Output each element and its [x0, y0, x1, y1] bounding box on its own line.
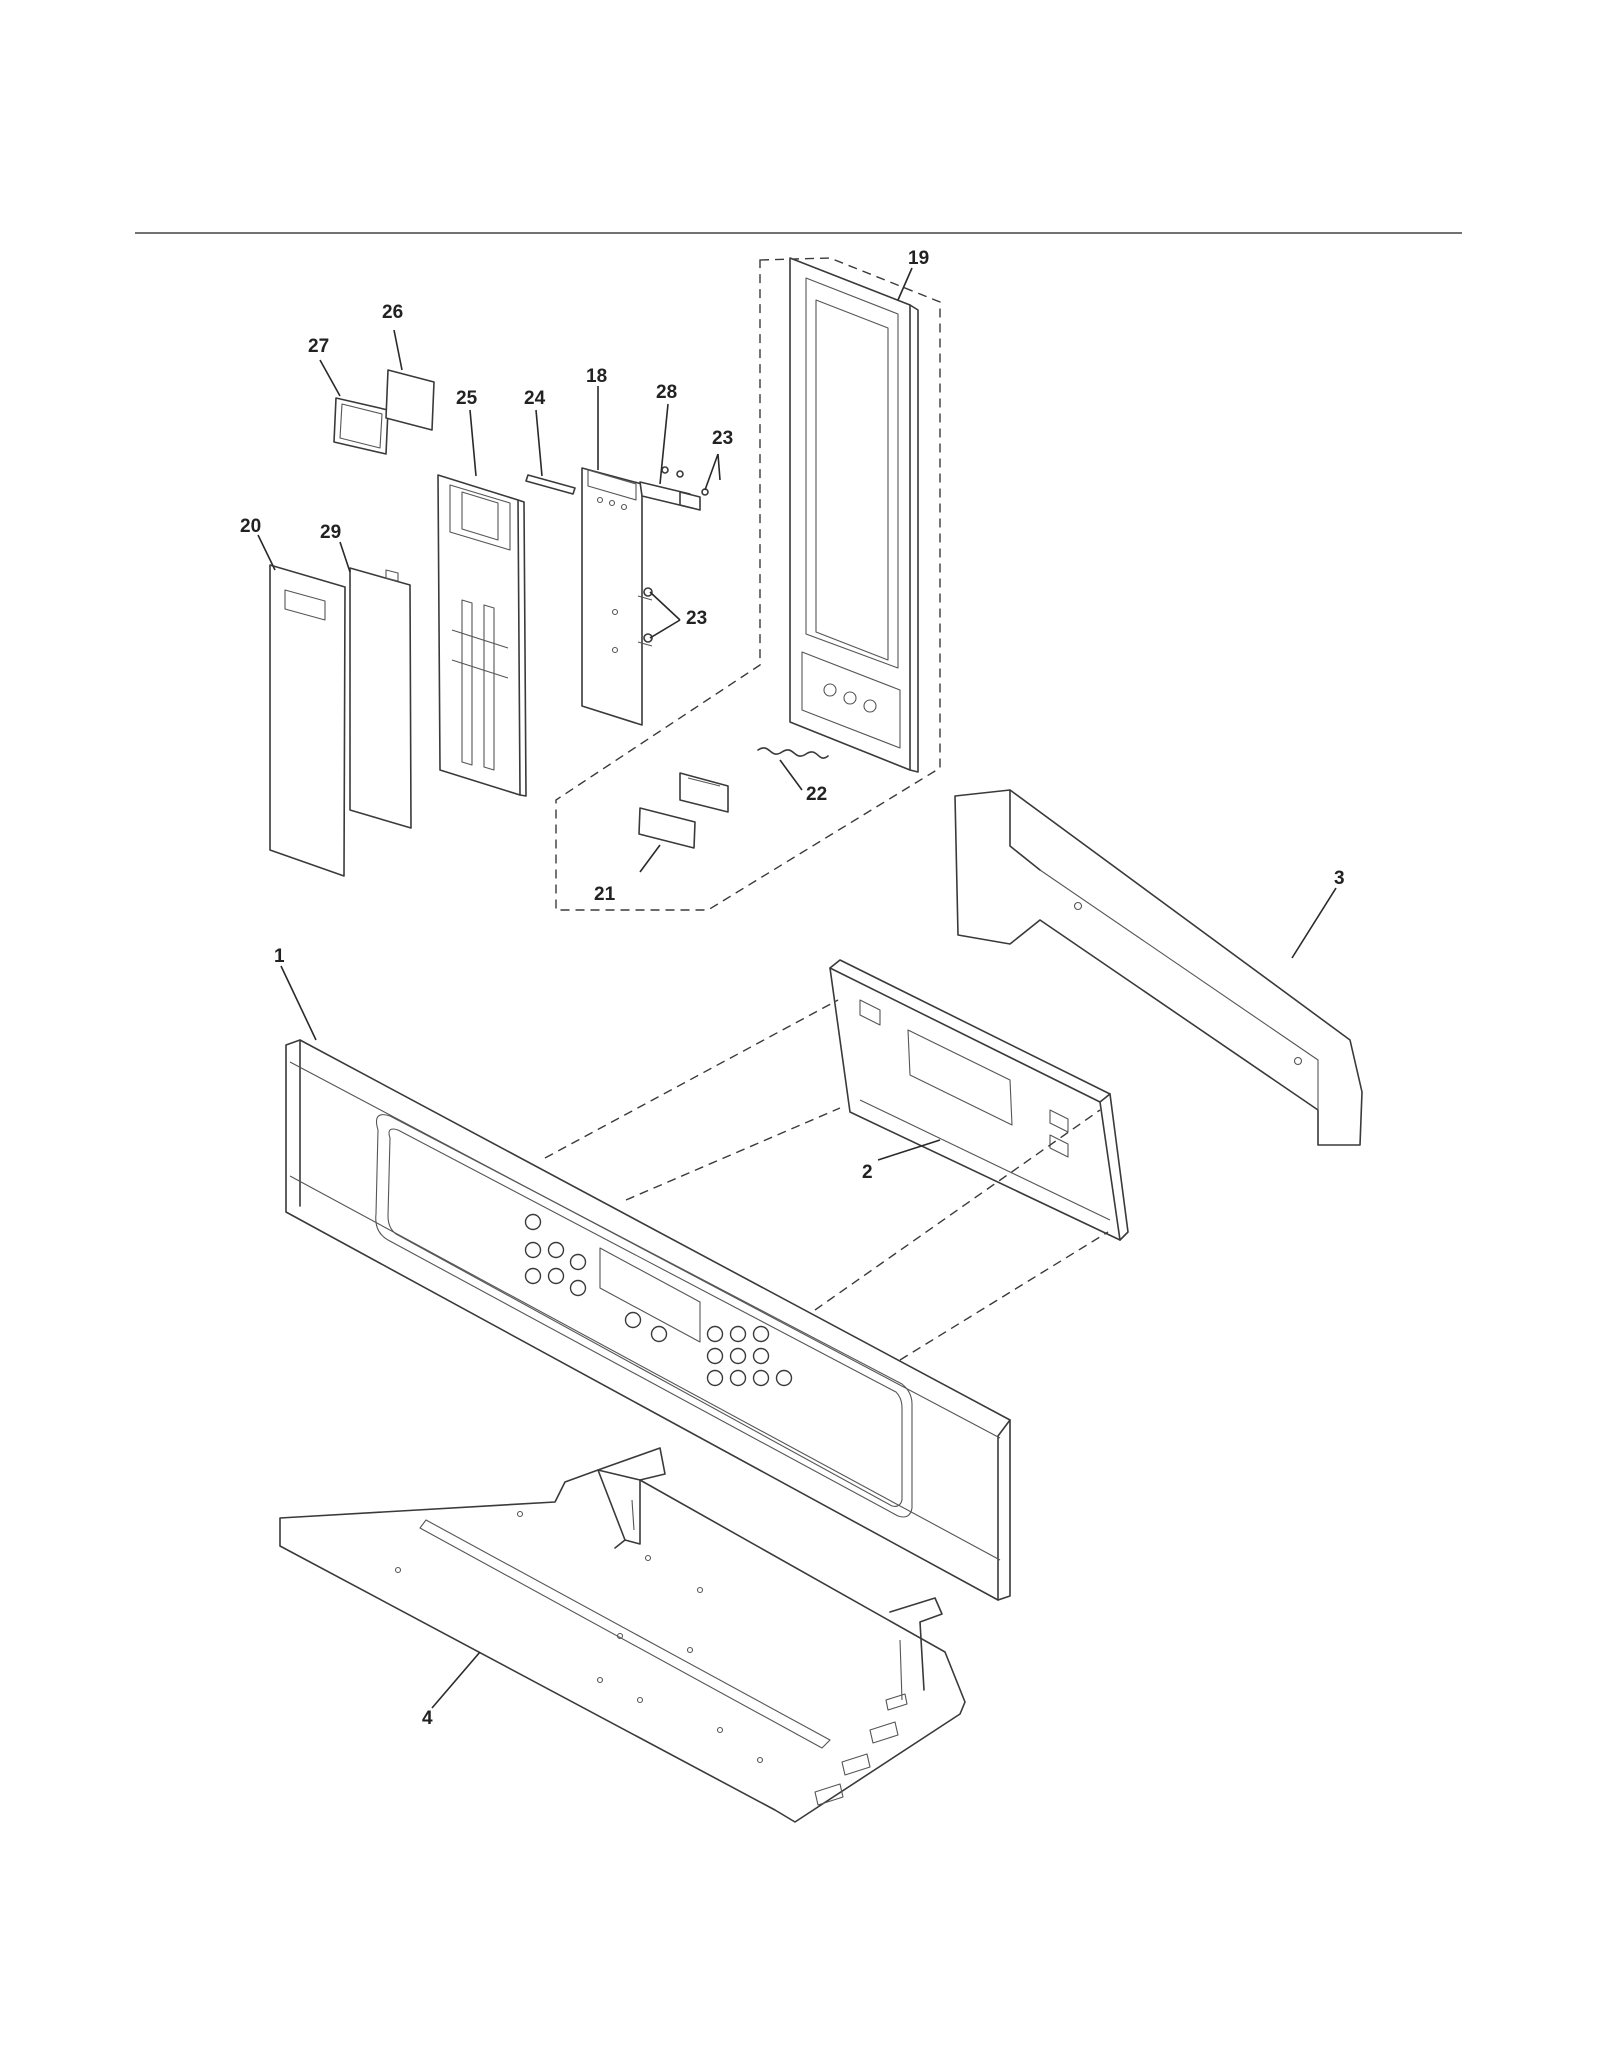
part-23-screws-lower: [637, 587, 653, 647]
callout-24: 24: [524, 388, 546, 409]
part-27-trim-frame: [333, 397, 389, 455]
projection-lines: [544, 999, 1109, 1361]
callout-2: 2: [862, 1162, 873, 1183]
callout-23-lower: 23: [686, 608, 707, 629]
callout-20: 20: [240, 516, 261, 537]
callout-19: 19: [908, 248, 929, 269]
leader-lines: [257, 267, 1337, 1709]
callout-4: 4: [422, 1708, 433, 1729]
callout-25: 25: [456, 388, 478, 409]
part-20-panel: [269, 564, 346, 877]
part-21-button-caps: [638, 772, 729, 849]
part-22-spring: [757, 747, 829, 759]
callout-22: 22: [806, 784, 827, 805]
part-1-control-panel: [285, 1039, 1011, 1601]
callout-18: 18: [586, 366, 607, 387]
assembly-boundary: [555, 257, 941, 911]
callout-29: 29: [320, 522, 341, 543]
callout-1: 1: [274, 946, 285, 967]
callout-21: 21: [594, 884, 616, 905]
part-2-control-board: [829, 959, 1129, 1241]
part-18-circuit-board: [581, 467, 643, 726]
part-4-mounting-bracket: [279, 1447, 966, 1823]
part-29-membrane: [349, 567, 412, 829]
part-24-strip: [525, 474, 576, 495]
part-25-bracket: [437, 474, 527, 797]
callout-26: 26: [382, 302, 403, 323]
callout-23-upper: 23: [712, 428, 733, 449]
part-26-overlay: [385, 369, 435, 431]
part-19-frame: [789, 257, 919, 773]
part-3-trim: [954, 789, 1363, 1146]
part-28-switch-bracket: [639, 466, 709, 511]
callout-27: 27: [308, 336, 329, 357]
callout-28: 28: [656, 382, 677, 403]
callout-3: 3: [1334, 868, 1345, 889]
